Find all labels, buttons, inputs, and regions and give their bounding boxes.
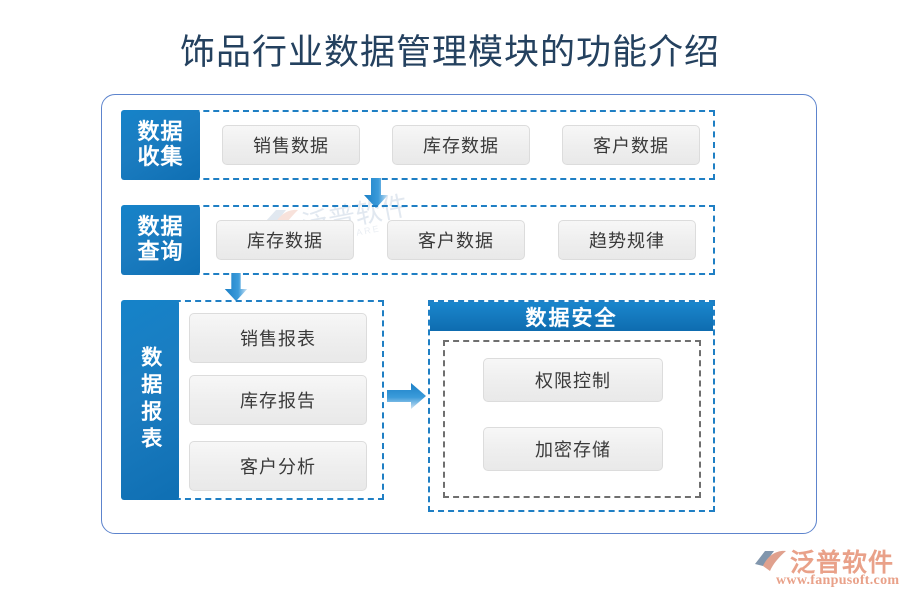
brand-logo-name: 泛普软件	[790, 550, 895, 577]
brand-logo-url: www.fanpusoft.com	[776, 573, 900, 588]
arrow-query-to-report	[224, 273, 248, 302]
fanpu-logo-mark	[755, 550, 786, 571]
arrow-report-to-security	[387, 383, 426, 409]
stage-label-line-2: 查询	[137, 239, 184, 264]
chip-query-trend-pattern[interactable]: 趋势规律	[558, 220, 696, 260]
chip-inventory-report[interactable]: 库存报告	[189, 375, 367, 425]
chip-inventory-data[interactable]: 库存数据	[392, 125, 530, 165]
chip-query-customer-data[interactable]: 客户数据	[387, 220, 525, 260]
stage-label-line-2: 收集	[137, 144, 184, 169]
chip-sales-report[interactable]: 销售报表	[189, 313, 367, 363]
page-title: 饰品行业数据管理模块的功能介绍	[179, 33, 720, 72]
arrow-collection-to-query	[364, 178, 388, 208]
chip-query-inventory-data[interactable]: 库存数据	[216, 220, 354, 260]
stage-label-text: 数据报表	[138, 346, 163, 454]
stage-label-data-report[interactable]: 数据报表	[121, 300, 179, 500]
chip-customer-analysis[interactable]: 客户分析	[189, 441, 367, 491]
stage-label-data-collection[interactable]: 数据 收集	[121, 110, 200, 180]
stage-label-line-1: 数据	[137, 119, 184, 145]
security-panel-outer	[428, 300, 715, 512]
brand-logo: 泛普软件 www.fanpusoft.com	[752, 543, 899, 593]
stage-label-line-1: 数据	[137, 214, 184, 240]
security-panel-inner	[443, 340, 701, 498]
chip-permission-control[interactable]: 权限控制	[483, 358, 663, 402]
chip-encrypted-storage[interactable]: 加密存储	[483, 427, 663, 471]
chip-customer-data[interactable]: 客户数据	[562, 125, 700, 165]
chip-sales-data[interactable]: 销售数据	[222, 125, 360, 165]
security-panel-header: 数据安全	[430, 302, 713, 331]
stage-label-data-query[interactable]: 数据 查询	[121, 205, 200, 275]
diagram-frame	[101, 94, 817, 534]
